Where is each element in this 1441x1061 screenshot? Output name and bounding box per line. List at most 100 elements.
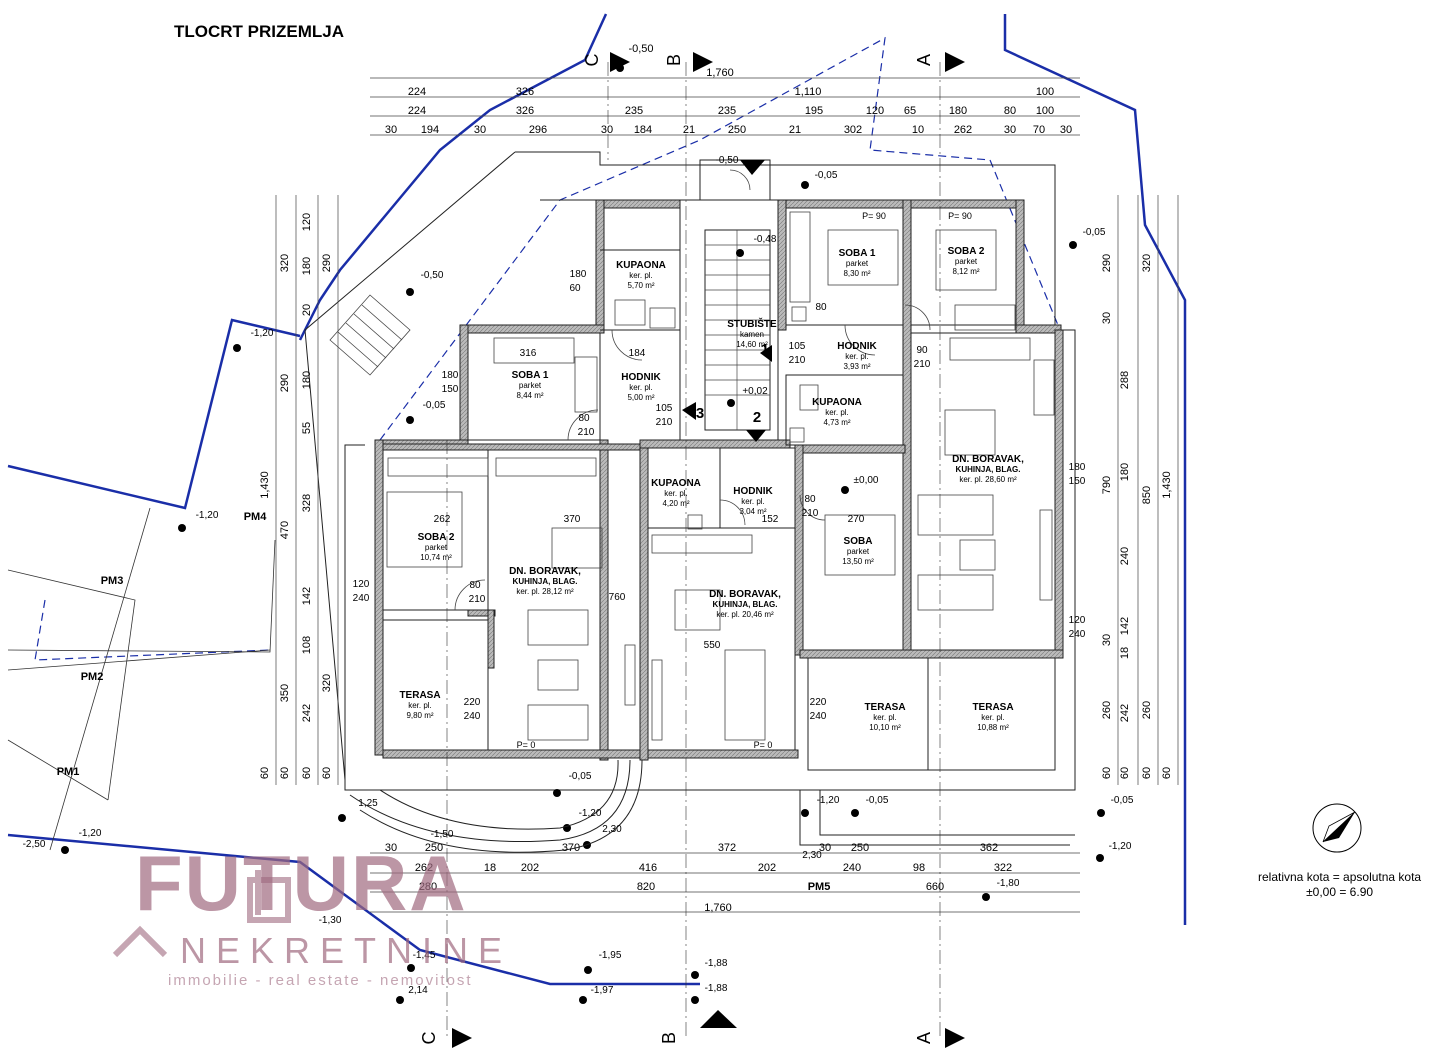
room-area: 4,73 m² bbox=[823, 418, 850, 427]
left-dimension: 180 bbox=[301, 371, 313, 389]
level-or-dimension: 2,30 bbox=[802, 850, 822, 861]
bottom-dimension: 250 bbox=[851, 842, 869, 854]
room-name: KUPAONA bbox=[651, 478, 701, 489]
axis-label-B-top: B bbox=[664, 54, 684, 66]
bottom-dimension: 1,760 bbox=[704, 902, 732, 914]
floor-level: P= 0 bbox=[517, 740, 536, 750]
level-or-dimension: -1,20 bbox=[1109, 841, 1132, 852]
level-or-dimension: 80 bbox=[469, 580, 481, 591]
level-or-dimension: 180 bbox=[570, 269, 587, 280]
room-area: 9,80 m² bbox=[406, 711, 433, 720]
door-swings bbox=[454, 169, 931, 611]
floor-level: P= 90 bbox=[862, 211, 886, 221]
bottom-dimension: 202 bbox=[521, 862, 539, 874]
top-dimension: 326 bbox=[516, 86, 534, 98]
level-or-dimension: 105 bbox=[656, 403, 673, 414]
top-dimension: 100 bbox=[1036, 105, 1054, 117]
room-name: SOBA 1 bbox=[512, 370, 549, 381]
room-floor-type: kamen bbox=[740, 330, 764, 339]
level-or-dimension: -1,30 bbox=[319, 915, 342, 926]
room-floor-type: parket bbox=[425, 543, 448, 552]
top-dimension: 30 bbox=[1004, 124, 1016, 136]
right-dimension: 60 bbox=[1119, 767, 1131, 779]
top-dimension: 21 bbox=[683, 124, 695, 136]
top-dimension: 1,110 bbox=[795, 86, 822, 98]
right-dimension: 240 bbox=[1119, 547, 1131, 565]
right-dimension: 18 bbox=[1119, 647, 1131, 659]
entrance-markers: 123 bbox=[696, 341, 769, 426]
top-dimension: 194 bbox=[421, 124, 439, 136]
level-or-dimension: 240 bbox=[353, 593, 370, 604]
parking-label: PM5 bbox=[808, 881, 831, 893]
top-dimension: 100 bbox=[1036, 86, 1054, 98]
room-name: HODNIK bbox=[733, 486, 773, 497]
axis-label-C-top: C bbox=[582, 54, 602, 67]
right-dimension: 260 bbox=[1141, 701, 1153, 719]
room-floor-type: ker. pl. bbox=[741, 497, 765, 506]
site-boundary bbox=[7, 13, 1187, 986]
section-axes bbox=[446, 62, 941, 1040]
level-or-dimension: -1,20 bbox=[251, 328, 274, 339]
left-dimension: 290 bbox=[321, 254, 333, 272]
room-name: DN. BORAVAK, bbox=[709, 589, 781, 600]
left-dimension: 470 bbox=[279, 521, 291, 539]
top-dimension: 262 bbox=[954, 124, 972, 136]
room-floor-type: parket bbox=[955, 257, 978, 266]
level-reference-line2: ±0,00 = 6.90 bbox=[1306, 885, 1374, 899]
level-or-dimension: 120 bbox=[353, 579, 370, 590]
top-dimension: 180 bbox=[949, 105, 967, 117]
room-area: 3,04 m² bbox=[739, 507, 766, 516]
top-dimension: -0,50 bbox=[628, 43, 653, 55]
left-dimension: 60 bbox=[301, 767, 313, 779]
stair-treads bbox=[705, 230, 770, 430]
bottom-dimension: 18 bbox=[484, 862, 496, 874]
top-dimension: 65 bbox=[904, 105, 916, 117]
room-floor-type: ker. pl. bbox=[981, 713, 1005, 722]
top-dimension: 302 bbox=[844, 124, 862, 136]
room-name: DN. BORAVAK, bbox=[952, 454, 1024, 465]
north-arrow-icon bbox=[1312, 803, 1362, 853]
room-name: HODNIK bbox=[621, 372, 661, 383]
room-name: KUPAONA bbox=[812, 397, 862, 408]
room-floor-type: ker. pl. bbox=[408, 701, 432, 710]
level-or-dimension: -1,20 bbox=[579, 808, 602, 819]
level-or-dimension: -1,50 bbox=[431, 829, 454, 840]
bottom-dimension: 322 bbox=[994, 862, 1012, 874]
parking-label: PM1 bbox=[57, 766, 80, 778]
right-dimension: 30 bbox=[1101, 312, 1113, 324]
section-triangles bbox=[452, 52, 965, 1048]
level-or-dimension: ±0,00 bbox=[854, 475, 879, 486]
bottom-dimension: 262 bbox=[415, 862, 433, 874]
left-dimension: 20 bbox=[301, 304, 313, 316]
room-floor-type: parket bbox=[519, 381, 542, 390]
level-or-dimension: 90 bbox=[916, 345, 928, 356]
top-dimension: 224 bbox=[408, 86, 426, 98]
room-area: 5,70 m² bbox=[627, 281, 654, 290]
room-floor-type: ker. pl. bbox=[825, 408, 849, 417]
level-reference-line1: relativna kota = apsolutna kota bbox=[1258, 870, 1422, 884]
top-dimension: 1,760 bbox=[706, 67, 734, 79]
room-floor-type: ker. pl. bbox=[845, 352, 869, 361]
right-dimension: 60 bbox=[1101, 767, 1113, 779]
right-dimension: 180 bbox=[1119, 463, 1131, 481]
bottom-dimension: 202 bbox=[758, 862, 776, 874]
page-title: TLOCRT PRIZEMLJA bbox=[174, 22, 344, 41]
level-or-dimension: -1,95 bbox=[599, 950, 622, 961]
level-or-dimension: 210 bbox=[578, 427, 595, 438]
room-floor-type: ker. pl. bbox=[629, 383, 653, 392]
level-or-dimension: 210 bbox=[656, 417, 673, 428]
room-area: 10,88 m² bbox=[977, 723, 1009, 732]
level-or-dimension: 270 bbox=[848, 514, 865, 525]
parking-label: PM3 bbox=[101, 575, 124, 587]
bottom-dimension: 370 bbox=[562, 842, 580, 854]
left-dimension: 60 bbox=[259, 767, 271, 779]
left-dimension: 180 bbox=[301, 257, 313, 275]
level-or-dimension: 262 bbox=[434, 514, 451, 525]
room-floor-type: ker. pl. bbox=[629, 271, 653, 280]
level-or-dimension: 370 bbox=[564, 514, 581, 525]
left-dimension: 1,430 bbox=[259, 471, 271, 499]
level-or-dimension: +0,02 bbox=[742, 386, 768, 397]
walls bbox=[374, 199, 1064, 761]
